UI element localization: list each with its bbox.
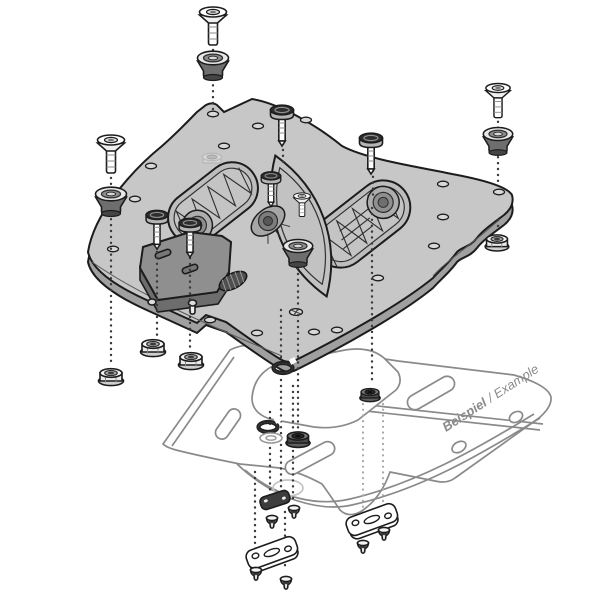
- rack-slot-left: [214, 408, 242, 440]
- countersunk-screw-left: [96, 134, 126, 174]
- quick-release-bracket: [138, 230, 233, 315]
- rack-hole-right-lower: [451, 440, 467, 454]
- tapping-screw-5: [356, 539, 370, 555]
- bracket-slot: [154, 248, 172, 260]
- tapping-screw-6: [377, 526, 391, 542]
- flange-nut-2: [177, 351, 205, 371]
- mounting-plate-small: [257, 488, 293, 512]
- rack-slot-right: [406, 375, 456, 411]
- plate-bolt-holes: [106, 110, 506, 337]
- ghost-nut: [201, 152, 223, 164]
- plate-edge-seam: [91, 218, 501, 357]
- tapping-screw-3: [249, 566, 263, 582]
- adapter-plate: [86, 97, 514, 373]
- plate-center-pocket: [250, 205, 291, 244]
- flange-nut-3: [97, 367, 125, 387]
- rack-slot-center: [284, 440, 336, 476]
- rubber-grommet-top: [196, 50, 230, 82]
- countersunk-screw-top: [198, 6, 228, 46]
- rubber-grommet-right: [482, 126, 514, 157]
- lock-nut-1: [285, 431, 311, 449]
- rack-arm-inner-line: [171, 356, 235, 447]
- bracket-top-face: [138, 230, 233, 302]
- tapping-screw-4: [279, 575, 293, 591]
- lock-nut-2: [359, 387, 381, 403]
- knurled-lock-wheel: [218, 270, 248, 292]
- tapping-screw-1: [265, 514, 279, 530]
- tapping-screw-2: [287, 504, 301, 520]
- example-rack: Beispiel/ Example: [162, 344, 552, 516]
- flange-nut-1: [139, 338, 167, 358]
- washer: [259, 432, 283, 444]
- rack-hole-right-upper: [508, 410, 524, 424]
- countersunk-screw-right: [485, 82, 511, 119]
- bracket-stud: [147, 298, 157, 306]
- flange-nut-right: [484, 234, 510, 252]
- plate-recess-right: [312, 179, 412, 269]
